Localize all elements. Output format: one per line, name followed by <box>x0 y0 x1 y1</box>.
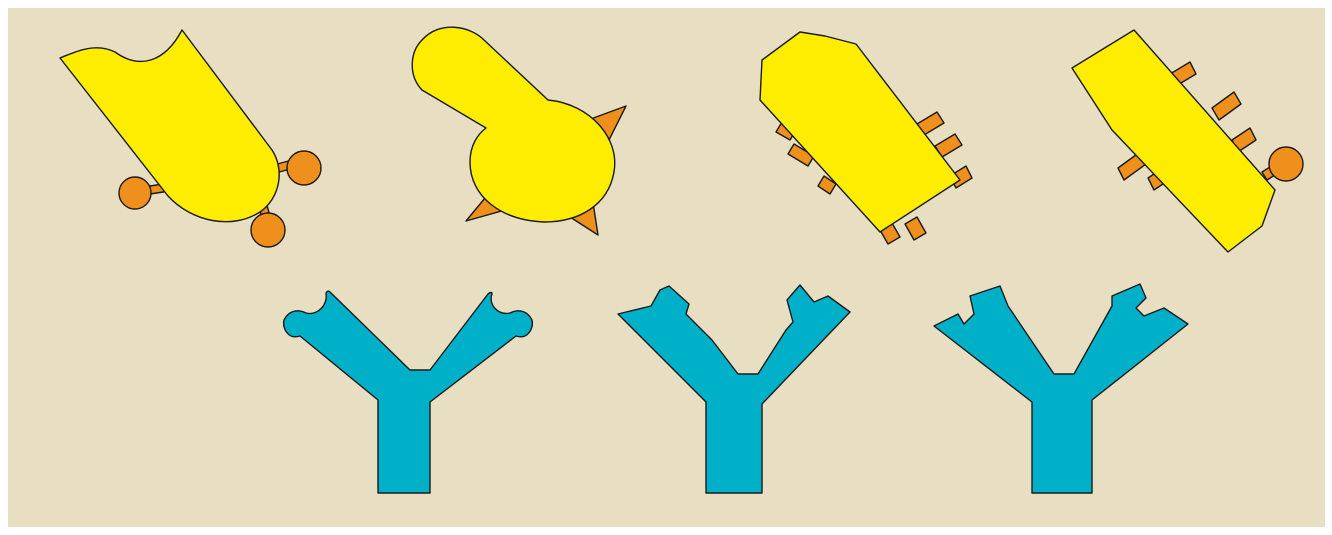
antigen-antibody-diagram <box>0 0 1332 535</box>
